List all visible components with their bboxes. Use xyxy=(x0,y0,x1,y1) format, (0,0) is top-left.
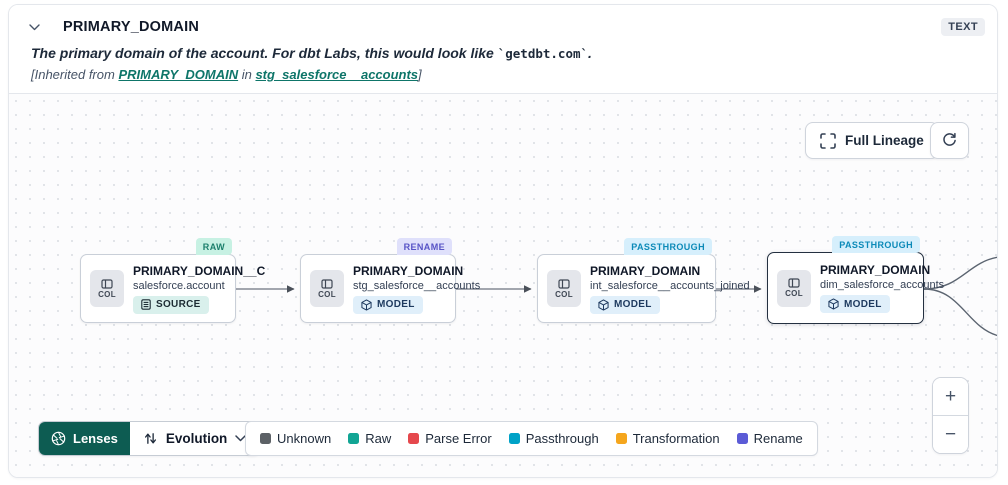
node-column-name: PRIMARY_DOMAIN__C xyxy=(133,263,266,278)
column-title: PRIMARY_DOMAIN xyxy=(63,19,199,35)
zoom-in-button[interactable]: + xyxy=(933,378,968,415)
column-chip: COL xyxy=(90,270,124,307)
description-text: The primary domain of the account. For d… xyxy=(31,45,498,61)
legend-item-unknown: Unknown xyxy=(260,431,331,446)
columns-icon xyxy=(558,278,570,289)
resource-type-pill: MODEL xyxy=(820,295,890,313)
column-type-badge: TEXT xyxy=(941,18,985,36)
legend-label: Transformation xyxy=(632,431,720,446)
full-lineage-button[interactable]: Full Lineage xyxy=(805,122,939,159)
source-icon xyxy=(141,299,151,310)
legend-item-raw: Raw xyxy=(348,431,391,446)
model-cube-icon xyxy=(828,298,839,310)
inherited-from-line: [Inherited from PRIMARY_DOMAIN in stg_sa… xyxy=(9,61,997,82)
legend-item-transformation: Transformation xyxy=(615,431,720,446)
inherited-model-link[interactable]: stg_salesforce__accounts xyxy=(255,67,419,82)
legend-item-passthrough: Passthrough xyxy=(508,431,599,446)
legend-swatch xyxy=(615,433,627,444)
evolution-badge: RENAME xyxy=(396,238,452,255)
full-lineage-label: Full Lineage xyxy=(845,133,924,148)
legend-item-parse-error: Parse Error xyxy=(408,431,492,446)
lenses-button[interactable]: Lenses xyxy=(39,422,130,455)
zoom-divider xyxy=(933,415,968,416)
columns-icon xyxy=(101,278,113,289)
node-model-name: stg_salesforce__accounts xyxy=(353,279,481,292)
zoom-out-button[interactable]: − xyxy=(933,416,968,453)
legend-swatch xyxy=(260,433,271,444)
node-model-name: int_salesforce__accounts_joined xyxy=(590,279,750,292)
node-body: PRIMARY_DOMAIN int_salesforce__accounts_… xyxy=(590,263,750,314)
collapse-chevron-button[interactable] xyxy=(23,16,45,38)
legend-swatch xyxy=(408,433,420,444)
node-column-name: PRIMARY_DOMAIN xyxy=(590,263,701,278)
resource-type-label: MODEL xyxy=(377,299,415,310)
column-chip: COL xyxy=(547,270,581,307)
column-chip: COL xyxy=(310,270,344,307)
legend-label: Passthrough xyxy=(525,431,599,446)
resource-type-label: MODEL xyxy=(614,299,652,310)
column-chip: COL xyxy=(777,269,811,307)
inherited-column-link[interactable]: PRIMARY_DOMAIN xyxy=(118,67,239,82)
resource-type-pill: SOURCE xyxy=(133,295,209,314)
col-chip-label: COL xyxy=(318,289,336,299)
lineage-panel: PRIMARY_DOMAIN TEXT The primary domain o… xyxy=(8,4,998,478)
lineage-node-int[interactable]: PASSTHROUGH COL PRIMARY_DOMAIN int_sales… xyxy=(537,238,750,323)
node-model-name: dim_salesforce_accounts xyxy=(820,279,945,291)
node-model-name: salesforce.account xyxy=(133,279,225,292)
legend-swatch xyxy=(508,433,520,444)
resource-type-label: SOURCE xyxy=(156,299,201,310)
legend-label: Rename xyxy=(753,431,803,446)
zoom-controls: + − xyxy=(932,377,969,454)
evolution-arrows-icon xyxy=(144,433,156,444)
legend-label: Raw xyxy=(365,431,392,446)
col-chip-label: COL xyxy=(98,289,116,299)
refresh-button[interactable] xyxy=(930,122,969,159)
legend-swatch xyxy=(348,433,360,444)
evolution-badge: PASSTHROUGH xyxy=(624,238,712,255)
expand-icon xyxy=(820,132,836,149)
lineage-node-source[interactable]: RAW COL PRIMARY_DOMAIN__C salesforce.acc… xyxy=(80,238,266,323)
resource-type-label: MODEL xyxy=(844,298,882,310)
lens-selector: Lenses Evolution xyxy=(38,421,261,456)
header-title-row: PRIMARY_DOMAIN TEXT xyxy=(9,5,997,38)
legend-item-rename: Rename xyxy=(736,431,803,446)
lens-dropdown[interactable]: Evolution xyxy=(129,422,260,455)
columns-icon xyxy=(788,278,800,288)
inherited-suffix: ] xyxy=(418,67,422,82)
legend-label: Unknown xyxy=(277,431,332,446)
chevron-down-icon xyxy=(235,435,247,442)
chevron-down-icon xyxy=(28,23,40,30)
aperture-icon xyxy=(51,431,66,446)
column-header: PRIMARY_DOMAIN TEXT The primary domain o… xyxy=(9,5,997,93)
description-code: `getdbt.com` xyxy=(497,46,589,61)
resource-type-pill: MODEL xyxy=(353,295,423,314)
node-column-name: PRIMARY_DOMAIN xyxy=(820,263,931,277)
description-period: . xyxy=(588,45,592,61)
lenses-label: Lenses xyxy=(73,431,118,446)
selected-lens-label: Evolution xyxy=(165,431,228,446)
node-body: PRIMARY_DOMAIN__C salesforce.account SOU… xyxy=(133,263,266,314)
lineage-node-stg[interactable]: RENAME COL PRIMARY_DOMAIN stg_salesforce… xyxy=(300,238,481,323)
model-cube-icon xyxy=(361,298,372,311)
inherited-middle: in xyxy=(238,67,256,82)
lineage-canvas[interactable]: Full Lineage RAW COL xyxy=(9,93,997,477)
refresh-icon xyxy=(943,132,956,146)
evolution-badge: RAW xyxy=(195,238,232,255)
node-body: PRIMARY_DOMAIN dim_salesforce_accounts M… xyxy=(820,263,945,313)
column-description: The primary domain of the account. For d… xyxy=(9,38,997,61)
node-column-name: PRIMARY_DOMAIN xyxy=(353,263,464,278)
node-body: PRIMARY_DOMAIN stg_salesforce__accounts … xyxy=(353,263,481,314)
col-chip-label: COL xyxy=(555,289,573,299)
lineage-node-dim-selected[interactable]: PASSTHROUGH COL PRIMARY_DOMAIN dim_sales… xyxy=(767,236,945,324)
evolution-legend: Unknown Raw Parse Error Passthrough Tran… xyxy=(245,421,818,456)
inherited-prefix: [Inherited from xyxy=(31,67,119,82)
evolution-badge: PASSTHROUGH xyxy=(832,236,920,253)
columns-icon xyxy=(321,278,333,289)
col-chip-label: COL xyxy=(785,289,803,298)
legend-swatch xyxy=(736,433,748,444)
model-cube-icon xyxy=(598,298,609,311)
resource-type-pill: MODEL xyxy=(590,295,660,314)
legend-label: Parse Error xyxy=(425,431,492,446)
